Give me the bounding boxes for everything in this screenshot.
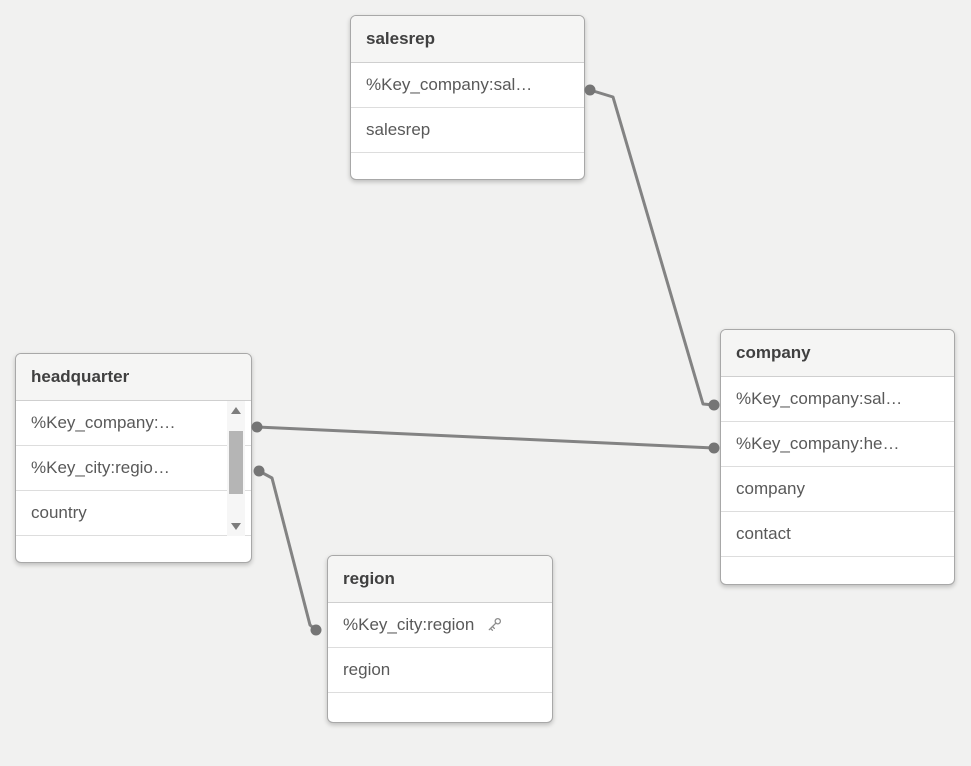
- connector-salesrep-to-company: [589, 88, 715, 407]
- connector-endpoint-dot: [708, 442, 720, 454]
- field-row[interactable]: salesrep: [351, 108, 584, 153]
- connector-endpoint-dot: [251, 421, 263, 433]
- connector-headquarter-to-region: [258, 469, 317, 632]
- table-title-salesrep[interactable]: salesrep: [351, 16, 584, 63]
- field-label: country: [31, 503, 87, 522]
- field-row[interactable]: region: [328, 648, 552, 693]
- table-title-headquarter[interactable]: headquarter: [16, 354, 251, 401]
- table-salesrep[interactable]: salesrep %Key_company:sal… salesrep: [350, 15, 585, 180]
- field-label: salesrep: [366, 120, 431, 139]
- connector-endpoint-dot: [708, 399, 720, 411]
- field-label: region: [343, 660, 391, 679]
- connector-endpoint-dot: [584, 84, 596, 96]
- field-row[interactable]: %Key_company:sal…: [351, 63, 584, 108]
- field-label: contact: [736, 524, 791, 543]
- field-row[interactable]: contact: [721, 512, 954, 557]
- field-row[interactable]: country: [16, 491, 251, 536]
- connector-endpoint-dot: [253, 465, 265, 477]
- key-icon: [488, 617, 502, 631]
- field-label: %Key_city:region: [343, 615, 475, 634]
- field-label: company: [736, 479, 805, 498]
- scrollbar-thumb[interactable]: [229, 431, 243, 494]
- field-row[interactable]: %Key_city:regio…: [16, 446, 251, 491]
- field-label: %Key_company:sal…: [366, 75, 533, 94]
- scroll-up-icon[interactable]: [231, 407, 241, 414]
- field-label: %Key_company:…: [31, 413, 176, 432]
- connector-headquarter-to-company: [256, 425, 715, 450]
- field-label: %Key_company:sal…: [736, 389, 903, 408]
- field-label: %Key_company:he…: [736, 434, 900, 453]
- table-headquarter[interactable]: headquarter %Key_company:… %Key_city:regio…: [15, 353, 252, 563]
- connector-endpoint-dot: [310, 624, 322, 636]
- field-row[interactable]: company: [721, 467, 954, 512]
- field-row[interactable]: %Key_company:sal…: [721, 377, 954, 422]
- field-row[interactable]: %Key_company:…: [16, 401, 251, 446]
- field-row[interactable]: %Key_city:region: [328, 603, 552, 648]
- table-company[interactable]: company %Key_company:sal… %Key_company:he……: [720, 329, 955, 585]
- field-row[interactable]: %Key_company:he…: [721, 422, 954, 467]
- field-label: %Key_city:regio…: [31, 458, 170, 477]
- table-title-company[interactable]: company: [721, 330, 954, 377]
- scroll-down-icon[interactable]: [231, 523, 241, 530]
- table-title-region[interactable]: region: [328, 556, 552, 603]
- vertical-scrollbar[interactable]: [227, 401, 245, 536]
